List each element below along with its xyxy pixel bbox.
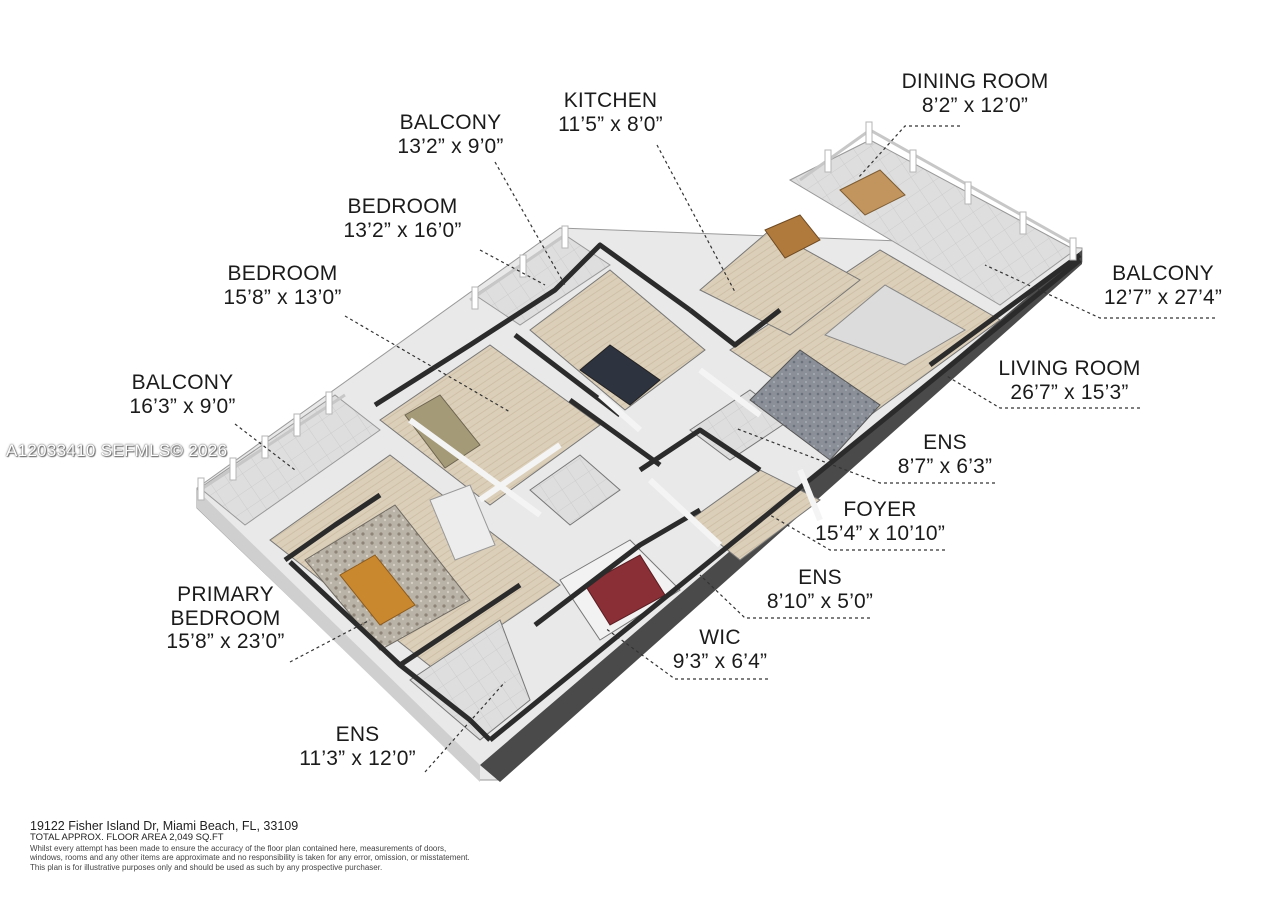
- label-name: FOYER: [843, 498, 917, 521]
- disclaimer-line: This plan is for illustrative purposes o…: [30, 862, 383, 872]
- label-name: BEDROOM: [347, 195, 458, 218]
- label-name-line2: BEDROOM: [170, 606, 281, 630]
- label-name: ENS: [798, 566, 842, 589]
- label-ens-a: ENS 8’7” x 6’3”: [880, 431, 1010, 478]
- label-name: ENS: [923, 431, 967, 454]
- label-dims: 11’3” x 12’0”: [299, 746, 416, 770]
- label-dims: 16’3” x 9’0”: [129, 394, 236, 418]
- walls: [283, 242, 1082, 742]
- label-dims: 8’10” x 5’0”: [766, 589, 874, 613]
- label-dims: 11’5” x 8’0”: [558, 112, 663, 136]
- label-ens-c: ENS 11’3” x 12’0”: [290, 723, 425, 770]
- label-dims: 15’4” x 10’10”: [814, 521, 946, 545]
- label-bedroom-a: BEDROOM 13’2” x 16’0”: [335, 195, 470, 242]
- label-wic: WIC 9’3” x 6’4”: [660, 626, 780, 673]
- label-name: BALCONY: [131, 371, 234, 394]
- floor-area: TOTAL APPROX. FLOOR AREA 2,049 SQ.FT: [30, 832, 224, 844]
- label-bedroom-b: BEDROOM 15’8” x 13’0”: [215, 262, 350, 309]
- label-kitchen: KITCHEN 11’5” x 8’0”: [548, 89, 673, 136]
- label-name: DINING ROOM: [901, 70, 1049, 93]
- label-foyer: FOYER 15’4” x 10’10”: [805, 498, 955, 545]
- interior-walls: [408, 367, 823, 548]
- label-balcony-left: BALCONY 16’3” x 9’0”: [120, 371, 245, 418]
- label-balcony-top: BALCONY 13’2” x 9’0”: [388, 111, 513, 158]
- label-ens-b: ENS 8’10” x 5’0”: [755, 566, 885, 613]
- label-dims: 15’8” x 23’0”: [166, 630, 285, 654]
- label-name: BALCONY: [399, 111, 502, 134]
- furniture: [304, 169, 967, 651]
- label-name: KITCHEN: [563, 89, 658, 112]
- leader-lines: [234, 125, 1215, 773]
- label-living-room: LIVING ROOM 26’7” x 15’3”: [992, 357, 1147, 404]
- label-dims: 13’2” x 16’0”: [343, 218, 462, 242]
- disclaimer-line: Whilst every attempt has been made to en…: [30, 844, 447, 854]
- label-name: BEDROOM: [227, 262, 338, 285]
- label-dims: 8’2” x 12’0”: [921, 93, 1029, 117]
- railing-posts: [197, 121, 1077, 501]
- label-dims: 12’7” x 27’4”: [1103, 285, 1223, 309]
- label-dims: 15’8” x 13’0”: [223, 285, 342, 309]
- label-primary-bedroom: PRIMARY BEDROOM 15’8” x 23’0”: [158, 583, 293, 654]
- label-dims: 13’2” x 9’0”: [397, 134, 504, 158]
- label-name: WIC: [699, 626, 741, 649]
- label-dims: 8’7” x 6’3”: [897, 454, 993, 478]
- mls-watermark: A12033410 SEFMLS© 2026: [6, 441, 228, 460]
- label-name-line1: PRIMARY: [177, 583, 274, 606]
- label-name: ENS: [335, 723, 380, 746]
- plan-footer: 19122 Fisher Island Dr, Miami Beach, FL,…: [30, 819, 470, 872]
- balcony-left-floor: [199, 394, 381, 526]
- disclaimer-line: windows, rooms and any other items are a…: [30, 853, 470, 863]
- label-name: LIVING ROOM: [998, 357, 1141, 380]
- label-dims: 9’3” x 6’4”: [672, 649, 768, 673]
- label-balcony-right: BALCONY 12’7” x 27’4”: [1093, 262, 1233, 309]
- label-dining-room: DINING ROOM 8’2” x 12’0”: [895, 70, 1055, 117]
- label-dims: 26’7” x 15’3”: [1010, 380, 1129, 404]
- label-name: BALCONY: [1112, 262, 1214, 285]
- address: 19122 Fisher Island Dr, Miami Beach, FL,…: [30, 819, 299, 833]
